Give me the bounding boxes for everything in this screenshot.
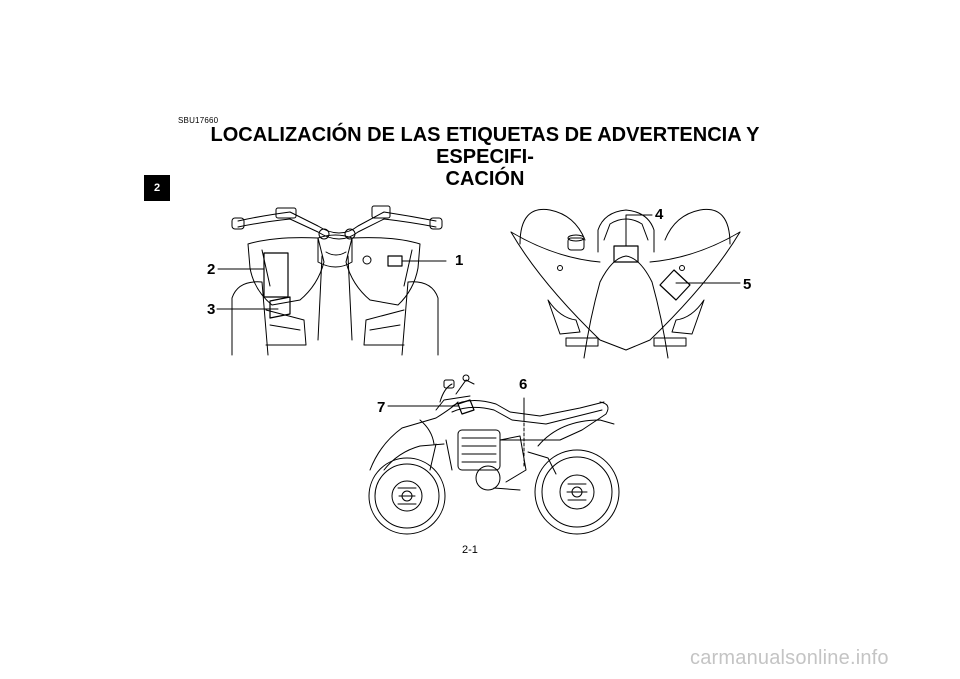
atv-side-view [368,374,620,535]
callout-7: 7 [377,399,386,416]
atv-rear-view [510,208,741,359]
callout-1: 1 [455,252,464,269]
page-title: LOCALIZACIÓN DE LAS ETIQUETAS DE ADVERTE… [172,124,798,190]
page-number: 2-1 [462,544,478,556]
watermark: carmanualsonline.info [690,647,889,669]
atv-front-view [216,205,447,356]
chapter-tab: 2 [144,175,170,201]
callout-5: 5 [743,276,752,293]
callout-6: 6 [519,376,528,393]
callout-4: 4 [655,206,664,223]
document-code: SBU17660 [178,116,219,125]
callout-2: 2 [207,261,216,278]
callout-3: 3 [207,301,216,318]
title-line-1: LOCALIZACIÓN DE LAS ETIQUETAS DE ADVERTE… [210,124,760,168]
title-line-2: CACIÓN [445,168,525,190]
